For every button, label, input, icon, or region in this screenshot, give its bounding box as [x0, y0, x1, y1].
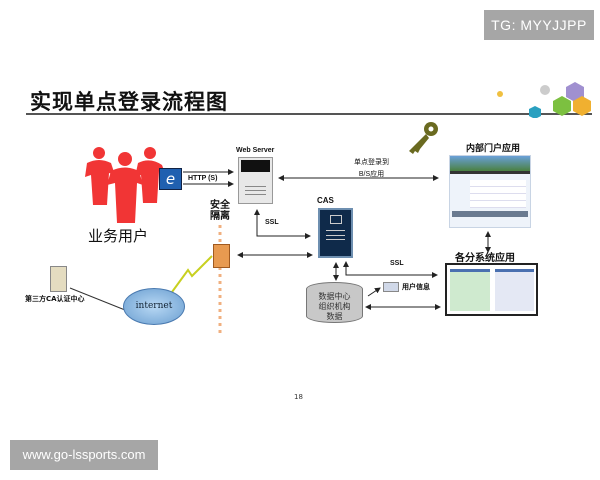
database-icon: 数据中心 组织机构 数据	[306, 282, 363, 323]
cas-label: CAS	[317, 196, 334, 205]
sso-label: 单点登录到 B/S应用	[354, 157, 389, 181]
business-users-label: 业务用户	[88, 227, 149, 245]
web-server-label: Web Server	[236, 147, 275, 154]
internet-label: internet	[135, 301, 173, 311]
sso-label-line2: B/S应用	[358, 171, 385, 178]
cas-server-icon	[318, 208, 353, 258]
browser-icon: e	[159, 168, 182, 190]
user-info-label: 用户信息	[402, 283, 430, 291]
web-server-icon	[238, 157, 273, 204]
website-badge[interactable]: www.go-lssports.com	[10, 440, 158, 470]
portal-label: 内部门户应用	[466, 144, 521, 154]
database-line3: 数据	[326, 312, 343, 321]
ssl-label-1: SSL	[265, 219, 279, 226]
internet-cloud-icon: internet	[123, 288, 185, 325]
ssl-label-2: SSL	[390, 260, 404, 267]
sso-label-line1: 单点登录到	[354, 159, 389, 166]
slide-title: 实现单点登录流程图	[30, 90, 228, 114]
tg-badge: TG: MYYJJPP	[484, 10, 594, 40]
hexagon-decoration-icon	[497, 82, 591, 118]
http-label: HTTP (S)	[188, 175, 218, 182]
portal-screenshot	[449, 155, 531, 228]
subsystems-label: 各分系统应用	[455, 253, 515, 264]
security-isolation-line2: 隔离	[210, 211, 230, 222]
business-users-icon	[85, 147, 165, 223]
database-line2: 组织机构	[318, 302, 351, 311]
subsystems-screenshot	[445, 263, 538, 316]
key-icon	[409, 122, 438, 154]
third-party-ca-label: 第三方CA认证中心	[25, 295, 85, 303]
user-info-icon	[383, 282, 399, 292]
page-number: 18	[294, 393, 303, 401]
database-line1: 数据中心	[318, 292, 351, 301]
firewall-icon	[213, 244, 230, 268]
ca-server-icon	[50, 266, 67, 292]
title-divider	[26, 113, 592, 115]
security-isolation-label: 安全 隔离	[210, 200, 230, 222]
security-isolation-line1: 安全	[210, 200, 230, 211]
